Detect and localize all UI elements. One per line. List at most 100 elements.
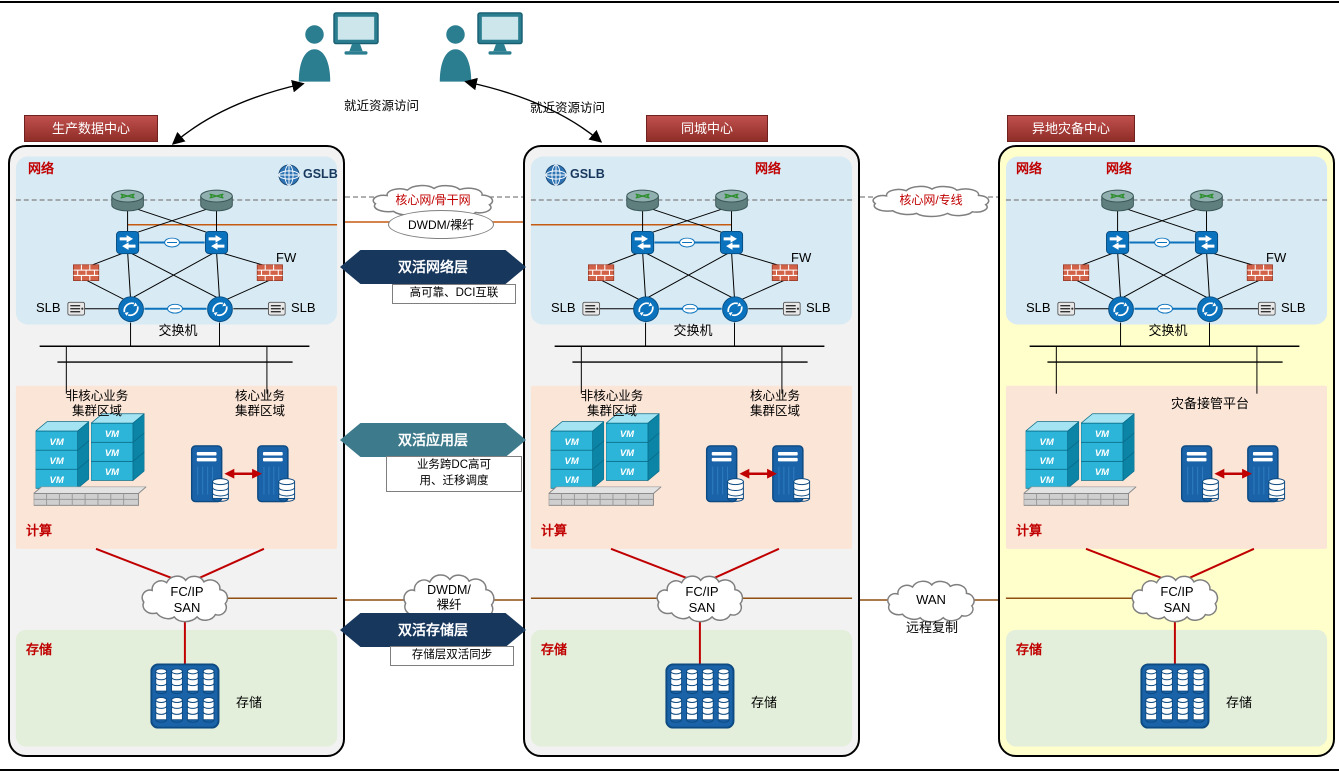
- server-sync-arrow: [1214, 468, 1252, 479]
- app-desc-line2: 用、迁移调度: [419, 475, 489, 487]
- storage-label: 存储: [751, 695, 778, 710]
- zone-label-network-2: 网络: [1106, 161, 1133, 176]
- dwdm-mid-line1: DWDM/: [427, 583, 471, 597]
- noncore-line1: 非核心业务: [580, 389, 644, 403]
- server-sync-arrow: [224, 468, 262, 479]
- storage-icon: [1141, 664, 1208, 727]
- noncore-cluster-label: 非核心业务 集群区域: [51, 389, 143, 419]
- router-icon: [715, 189, 748, 212]
- zone-label-compute: 计算: [541, 523, 568, 538]
- san-links: [610, 547, 780, 666]
- san-line2: SAN: [173, 600, 201, 615]
- vm-cluster-icon: [1081, 413, 1135, 481]
- router-icon: [111, 189, 145, 212]
- gslb-label: GSLB: [303, 167, 338, 181]
- zone-label-storage: 存储: [541, 642, 568, 657]
- core-cluster-label: 核心业务 集群区域: [729, 389, 821, 419]
- switch-label: 交换机: [673, 323, 713, 338]
- noncore-line1: 非核心业务: [65, 389, 129, 403]
- san-line2: SAN: [688, 600, 716, 615]
- core-switch-icon: [117, 295, 145, 323]
- wan-cloud-label: WAN: [916, 592, 946, 607]
- zone-label-network: 网络: [1016, 161, 1043, 176]
- port-channel-icon: [164, 237, 180, 248]
- fw-label: FW: [791, 250, 812, 265]
- core-cluster-label: 核心业务 集群区域: [214, 389, 306, 419]
- user-icon: [298, 25, 331, 82]
- router-icon: [1190, 189, 1223, 212]
- access-arrow-left: [171, 80, 305, 145]
- switch-label: 交换机: [158, 323, 198, 338]
- gslb-globe-icon: [545, 164, 567, 191]
- dr-platform-label: 灾备接管平台: [1170, 396, 1249, 411]
- user-icon: [439, 25, 472, 82]
- server-rack-icon: [33, 486, 147, 506]
- network-layer-desc: 高可靠、DCI互联: [392, 284, 516, 304]
- switch-icon: [631, 230, 655, 255]
- metro-diagram: [530, 156, 853, 747]
- slb-label: SLB: [1281, 300, 1306, 315]
- san-line1: FC/IP: [1160, 584, 1194, 599]
- zone-label-compute: 计算: [26, 523, 53, 538]
- wan-replication-label: 远程复制: [905, 620, 958, 635]
- dwdm-mid-line2: 裸纤: [436, 598, 462, 612]
- monitor-icon: [333, 12, 379, 56]
- san-label: FC/IP SAN: [655, 584, 749, 616]
- noncore-line2: 集群区域: [586, 404, 637, 418]
- storage-layer-desc: 存储层双活同步: [390, 646, 514, 666]
- port-channel-icon: [167, 303, 183, 314]
- zone-label-compute: 计算: [1016, 523, 1043, 538]
- vm-cluster-icon: [606, 413, 660, 481]
- network-layer-banner: 双活网络层: [340, 250, 526, 284]
- backbone-cloud-label: 核心网/骨干网: [395, 193, 471, 207]
- storage-label: 存储: [236, 695, 263, 710]
- zone-label-network: 网络: [755, 161, 782, 176]
- app-layer-desc: 业务跨DC高可 用、迁移调度: [386, 456, 522, 492]
- port-channel-icon: [682, 303, 698, 314]
- gslb-globe-icon: [278, 164, 300, 191]
- san-line1: FC/IP: [685, 584, 719, 599]
- zone-label-storage: 存储: [26, 642, 53, 657]
- router-icon: [200, 189, 233, 212]
- vm-cluster-icon: [35, 421, 90, 489]
- dwdm-top-label: DWDM/裸纤: [388, 210, 494, 239]
- slb-label: SLB: [551, 300, 576, 315]
- core-switch-icon: [1107, 295, 1135, 323]
- dwdm-mid-cloud-label: DWDM/ 裸纤: [400, 583, 498, 613]
- zone-label-network: 网络: [28, 161, 55, 176]
- app-desc-line1: 业务跨DC高可: [416, 459, 492, 472]
- monitor-icon: [477, 12, 523, 56]
- title-production-dc: 生产数据中心: [24, 115, 158, 142]
- server-rack-icon: [548, 486, 662, 506]
- router-icon: [1101, 189, 1135, 212]
- san-links: [1085, 547, 1255, 666]
- access-label-left: 就近资源访问: [344, 99, 420, 113]
- fw-label: FW: [1266, 250, 1287, 265]
- zone-label-storage: 存储: [1016, 642, 1043, 657]
- slb-label: SLB: [36, 300, 61, 315]
- slb-label: SLB: [291, 300, 316, 315]
- switch-label: 交换机: [1148, 323, 1188, 338]
- vm-cluster-icon: [550, 421, 605, 489]
- port-channel-icon: [679, 237, 695, 248]
- firewall-icon: [72, 264, 100, 282]
- center-production: 网络 GSLB FW SLB SLB 交换机 非核心业务 集群区域 核心业务 集…: [8, 145, 345, 757]
- center-metro: GSLB 网络 FW SLB SLB 交换机 非核心业务 集群区域 核心业务 集…: [523, 145, 860, 757]
- server-rack-icon: [1023, 486, 1137, 506]
- core-switch-icon: [206, 295, 234, 323]
- title-metro-dc: 同城中心: [646, 115, 768, 142]
- dedicated-cloud-label: 核心网/专线: [899, 193, 963, 207]
- firewall-icon: [256, 264, 284, 282]
- router-icon: [626, 189, 660, 212]
- vm-cluster-icon: [1025, 421, 1080, 489]
- firewall-icon: [771, 264, 799, 282]
- port-channel-icon: [1154, 237, 1170, 248]
- access-arrow-right: [464, 77, 603, 143]
- storage-label: 存储: [1226, 695, 1253, 710]
- app-layer-banner: 双活应用层: [340, 423, 526, 457]
- firewall-icon: [1062, 264, 1090, 282]
- server-sync-arrow: [739, 468, 777, 479]
- slb-label: SLB: [1026, 300, 1051, 315]
